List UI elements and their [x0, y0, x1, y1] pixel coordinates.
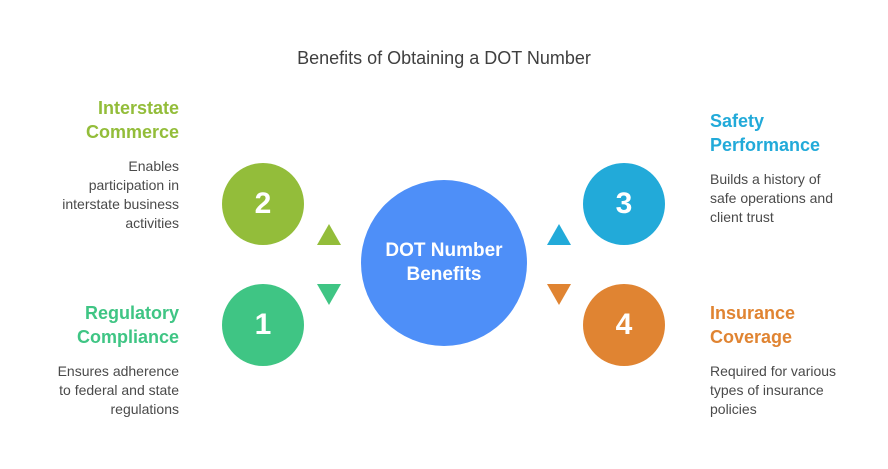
description-line: Required for various — [710, 363, 837, 379]
benefit-interstate-commerce: Interstate Commerce Enables participatio… — [19, 96, 179, 233]
heading-line: Performance — [710, 135, 821, 155]
triangle-up-icon — [547, 224, 571, 245]
benefit-safety-performance: Safety Performance Builds a history of s… — [710, 109, 870, 227]
description-line: safe operations and — [710, 190, 833, 206]
heading-line: Interstate — [97, 98, 179, 118]
benefit-heading: Regulatory Compliance — [19, 301, 179, 349]
heading-line: Regulatory — [84, 303, 179, 323]
step-1-circle: 1 — [222, 284, 304, 366]
step-4-circle: 4 — [583, 284, 665, 366]
description-line: Ensures adherence — [57, 363, 179, 379]
heading-line: Coverage — [710, 327, 793, 347]
step-3-circle: 3 — [583, 163, 665, 245]
benefit-description: Builds a history of safe operations and … — [710, 170, 870, 227]
triangle-up-icon — [317, 224, 341, 245]
central-hub-label-line2: Benefits — [406, 264, 482, 285]
description-line: policies — [710, 401, 757, 417]
benefit-heading: Interstate Commerce — [19, 96, 179, 144]
description-line: activities — [125, 215, 179, 231]
description-line: Enables — [128, 158, 179, 174]
description-line: regulations — [110, 401, 180, 417]
benefit-description: Enables participation in interstate busi… — [19, 157, 179, 233]
heading-line: Compliance — [76, 327, 179, 347]
heading-line: Insurance — [710, 303, 796, 323]
benefit-heading: Safety Performance — [710, 109, 870, 157]
triangle-down-icon — [317, 284, 341, 305]
heading-line: Commerce — [85, 122, 179, 142]
benefit-regulatory-compliance: Regulatory Compliance Ensures adherence … — [19, 301, 179, 419]
benefit-description: Ensures adherence to federal and state r… — [19, 362, 179, 419]
description-line: to federal and state — [59, 382, 179, 398]
diagram-title: Benefits of Obtaining a DOT Number — [297, 48, 591, 68]
description-line: interstate business — [62, 196, 179, 212]
description-line: client trust — [710, 209, 774, 225]
description-line: participation in — [88, 177, 179, 193]
description-line: Builds a history of — [710, 171, 821, 187]
central-hub-label-line1: DOT Number — [385, 240, 503, 261]
description-line: types of insurance — [710, 382, 824, 398]
central-hub-circle: DOT Number Benefits — [361, 180, 527, 346]
heading-line: Safety — [710, 111, 765, 131]
benefit-insurance-coverage: Insurance Coverage Required for various … — [710, 301, 870, 419]
benefit-description: Required for various types of insurance … — [710, 362, 870, 419]
triangle-down-icon — [547, 284, 571, 305]
step-2-circle: 2 — [222, 163, 304, 245]
benefit-heading: Insurance Coverage — [710, 301, 870, 349]
